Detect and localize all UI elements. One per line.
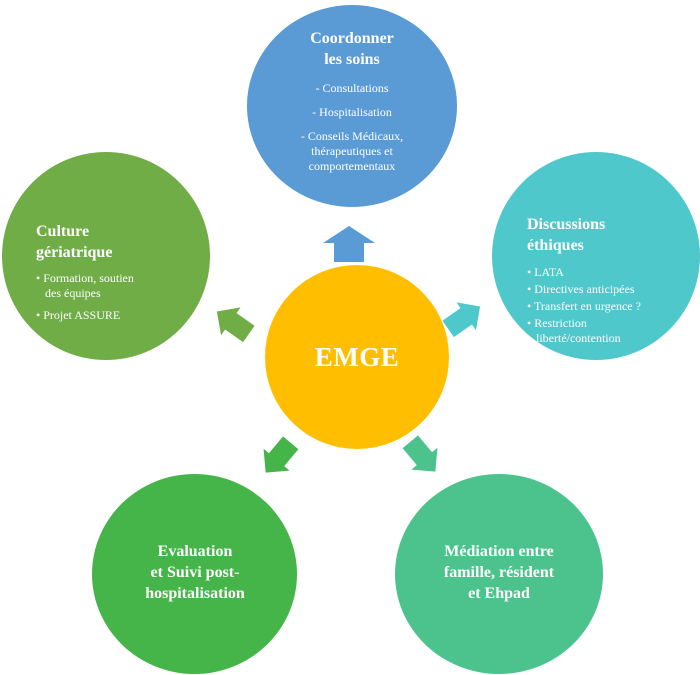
list-item: - Conseils Médicaux,	[300, 129, 404, 143]
coordonner-soins-circle	[247, 5, 457, 207]
discussions-ethiques-circle	[492, 152, 700, 360]
emge-center-circle: EMGE	[265, 265, 449, 449]
mediation-line-2: famille, résident	[443, 564, 555, 581]
coordonner-soins-text: Coordonner les soins - Consultations - H…	[252, 28, 452, 174]
list-item: - Consultations	[315, 81, 389, 95]
evaluation-suivi-circle	[92, 474, 297, 674]
arrow-down-right-icon	[402, 435, 438, 472]
discussions-ethiques-text: Discussions éthiques • LATA • Directives…	[527, 214, 641, 346]
culture-geriatrique-title-2: gériatrique	[36, 244, 113, 261]
culture-geriatrique-circle	[2, 152, 210, 360]
list-item: comportementaux	[308, 159, 396, 173]
list-item: des équipes	[45, 286, 101, 300]
evaluation-suivi-line-2: et Suivi post-	[150, 564, 240, 581]
list-item: • Projet ASSURE	[36, 308, 121, 322]
discussions-ethiques-title-1: Discussions	[527, 216, 606, 233]
list-item: • LATA	[527, 265, 564, 279]
list-item: thérapeutiques et	[311, 144, 393, 158]
mediation-text: Médiation entre famille, résident et Ehp…	[404, 541, 594, 604]
list-item: - Hospitalisation	[312, 105, 392, 119]
mediation-circle	[395, 474, 603, 674]
arrow-left-up-icon	[216, 307, 255, 343]
list-item: • Restriction	[527, 316, 587, 330]
mediation-line-1: Médiation entre	[444, 543, 554, 560]
evaluation-suivi-line-3: hospitalisation	[145, 585, 245, 602]
list-item: • Formation, soutien	[36, 271, 134, 285]
culture-geriatrique-text: Culture gériatrique • Formation, soutien…	[36, 221, 134, 323]
list-item: • Directives anticipées	[527, 282, 635, 296]
arrow-up-icon	[323, 226, 375, 262]
list-item: liberté/contention	[536, 331, 621, 345]
coordonner-soins-title-2: les soins	[324, 51, 380, 68]
arrow-down-left-icon	[263, 436, 299, 473]
coordonner-soins-title-1: Coordonner	[310, 30, 394, 47]
evaluation-suivi-text: Evaluation et Suivi post- hospitalisatio…	[100, 541, 290, 604]
culture-geriatrique-title-1: Culture	[36, 223, 90, 240]
emge-title: EMGE	[314, 341, 400, 372]
list-item: • Transfert en urgence ?	[527, 299, 641, 313]
evaluation-suivi-line-1: Evaluation	[157, 543, 233, 560]
discussions-ethiques-title-2: éthiques	[527, 237, 584, 254]
mediation-line-3: et Ehpad	[468, 585, 530, 602]
